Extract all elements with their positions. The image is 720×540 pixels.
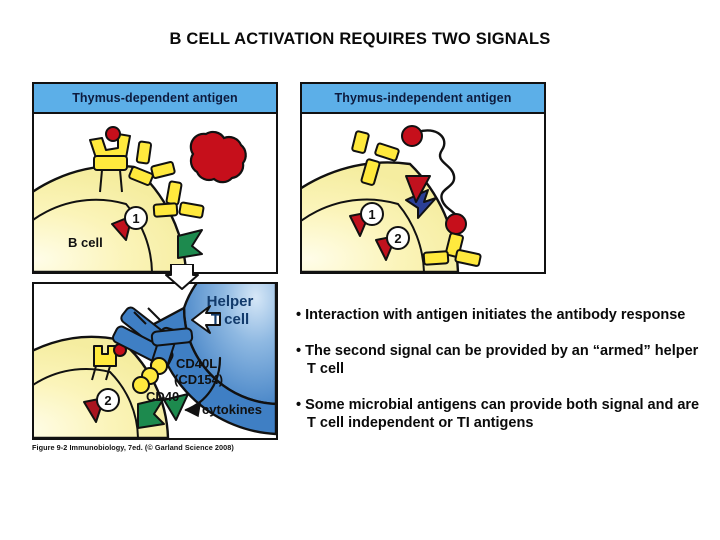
mhc-peptide-complex xyxy=(91,343,127,381)
panel-thymus-dependent-header: Thymus-dependent antigen xyxy=(34,84,276,114)
b-cell-receptor xyxy=(89,126,131,193)
signal-2-number: 2 xyxy=(394,231,401,246)
helper-t-cell-label-line2: T cell xyxy=(211,311,249,328)
green-coreceptor-arrow xyxy=(177,229,203,259)
cd40l-label: CD40L xyxy=(176,356,217,371)
cd40-label: CD40 xyxy=(146,389,179,404)
panel-thymus-dependent: Thymus-dependent antigen xyxy=(32,82,278,274)
signal-2-number: 2 xyxy=(104,393,111,408)
cd40l-molecule xyxy=(149,326,194,374)
ti-antigen-backbone xyxy=(416,129,460,228)
ti-epitope-upper xyxy=(401,125,423,147)
panel-helper-t-cell-body: 2 Helper T cell CD40L (CD154) CD40 cytok… xyxy=(34,284,276,438)
b-cell-inner-arc xyxy=(34,367,139,438)
flow-arrow-down-icon xyxy=(165,264,199,290)
thymus-dependent-diagram: 1 B cell xyxy=(34,126,247,272)
cd40-molecule xyxy=(132,357,168,394)
signal-2-indicator: 2 xyxy=(83,388,120,423)
signal-1-number: 1 xyxy=(368,207,375,222)
b-cell-inner-arc xyxy=(302,198,425,272)
panel-helper-t-cell: 2 Helper T cell CD40L (CD154) CD40 cytok… xyxy=(32,282,278,440)
helper-t-cell-label-line1: Helper xyxy=(207,293,254,310)
panel-thymus-independent-header: Thymus-independent antigen xyxy=(302,84,544,114)
cd154-label: (CD154) xyxy=(174,372,223,387)
bullet-item-2: • The second signal can be provided by a… xyxy=(296,342,699,378)
panel-thymus-independent-body: 1 2 xyxy=(302,112,544,272)
bullet-item-1: • Interaction with antigen initiates the… xyxy=(296,307,686,323)
green-receptor-arrows xyxy=(137,393,189,429)
antigen-signal-arrow xyxy=(405,175,431,203)
cytokines-arrow xyxy=(184,356,222,418)
b-cell-label: B cell xyxy=(68,235,103,250)
b-cell-inner-arc xyxy=(34,198,153,272)
panel-thymus-independent: Thymus-independent antigen xyxy=(300,82,546,274)
panel-thymus-dependent-body: 1 B cell xyxy=(34,112,276,272)
cytokines-label: cytokines xyxy=(202,402,262,417)
b-cell-body xyxy=(34,164,188,272)
activation-arrow-icon xyxy=(191,305,221,334)
bullet-item-3: • Some microbial antigens can provide bo… xyxy=(296,396,700,432)
figure-caption: Figure 9-2 Immunobiology, 7ed. (© Garlan… xyxy=(32,443,234,452)
ti-epitope-lower xyxy=(445,213,467,235)
multivalent-antigen xyxy=(189,130,247,184)
signal-1-indicator: 1 xyxy=(111,206,148,241)
signal-1-indicator: 1 xyxy=(349,202,384,237)
signal-2-indicator: 2 xyxy=(375,226,410,261)
thymus-independent-diagram: 1 2 xyxy=(302,125,482,272)
receptor-segments-upper xyxy=(351,130,400,186)
antigen-epitopes xyxy=(128,140,205,219)
bullet-list: • Interaction with antigen initiates the… xyxy=(296,306,700,433)
receptor-segments-lower xyxy=(422,232,482,267)
signal-1-number: 1 xyxy=(132,211,139,226)
bound-antigen-epitope xyxy=(105,126,121,142)
page-title: B CELL ACTIVATION REQUIRES TWO SIGNALS xyxy=(169,30,551,48)
helper-t-cell-diagram: 2 Helper T cell CD40L (CD154) CD40 cytok… xyxy=(34,284,276,438)
